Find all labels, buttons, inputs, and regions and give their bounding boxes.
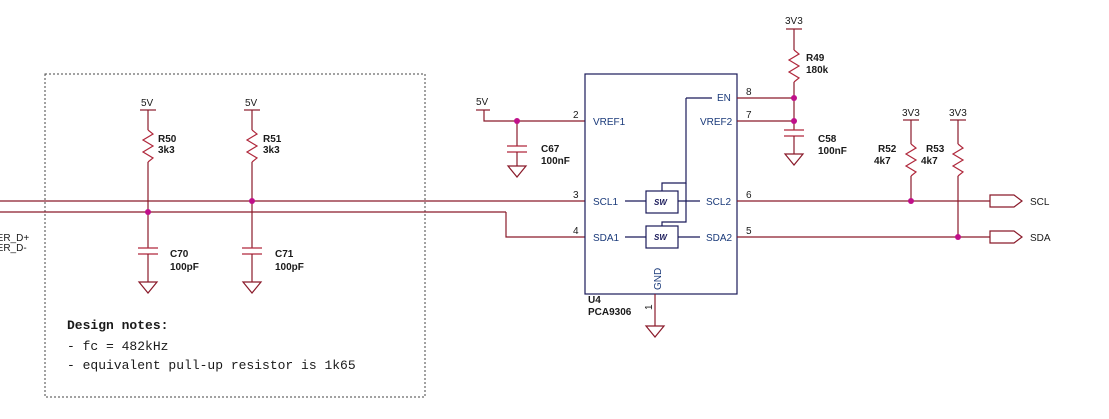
switch-label: SW [654, 233, 668, 242]
resistor-r50 [141, 129, 155, 163]
en-control-line [661, 98, 687, 191]
junction-dot [791, 118, 797, 124]
r49-ref: R49 [806, 53, 825, 64]
r52-value: 4k7 [874, 156, 891, 167]
ground-symbol [783, 153, 805, 166]
ic-ref: U4 [588, 295, 601, 306]
design-notes-box [44, 73, 426, 398]
pin-name: SDA1 [593, 233, 620, 244]
c71-ref: C71 [275, 249, 294, 260]
pin-name: SCL2 [706, 197, 731, 208]
supply-label: 3V3 [785, 16, 803, 27]
pin-name: SDA2 [706, 233, 733, 244]
ic-u4-body [584, 73, 738, 295]
supply-label: 5V [476, 97, 489, 108]
design-note-line: - equivalent pull-up resistor is 1k65 [67, 358, 356, 373]
c70-value: 100pF [170, 262, 199, 273]
r53-ref: R53 [926, 144, 945, 155]
pin-name: SCL1 [593, 197, 618, 208]
ground-symbol [241, 281, 263, 294]
r53-value: 4k7 [921, 156, 938, 167]
resistor-r53 [951, 143, 965, 177]
junction-dot [249, 198, 255, 204]
net-label-left-top: SER_D+ [0, 233, 29, 244]
pin-number: 6 [746, 190, 752, 201]
design-note-line: - fc = 482kHz [67, 339, 168, 354]
resistor-r49 [787, 49, 801, 83]
wire-vref1 [483, 110, 585, 122]
r52-ref: R52 [878, 144, 897, 155]
net-label-sda: SDA [1030, 233, 1051, 244]
pin-number: 7 [746, 110, 752, 121]
pin-name: EN [717, 93, 731, 104]
pin-number: 4 [573, 226, 579, 237]
design-notes-title: Design notes: [67, 318, 168, 333]
net-label-left-bottom: SER_D- [0, 243, 27, 254]
junction-dot [955, 234, 961, 240]
c71-value: 100pF [275, 262, 304, 273]
net-port-sda [989, 230, 1023, 244]
supply-label: 3V3 [902, 108, 920, 119]
r51-ref: R51 [263, 134, 282, 145]
c58-value: 100nF [818, 146, 847, 157]
junction-dot [145, 209, 151, 215]
r50-value: 3k3 [158, 145, 175, 156]
pin-name: GND [653, 268, 664, 290]
c58-ref: C58 [818, 134, 837, 145]
wire-sda-bus-drop [505, 212, 585, 238]
junction-dot [791, 95, 797, 101]
c67-ref: C67 [541, 144, 560, 155]
r51-value: 3k3 [263, 145, 280, 156]
resistor-r52 [904, 143, 918, 177]
pin-number: 2 [573, 110, 579, 121]
resistor-r51 [245, 129, 259, 163]
r49-value: 180k [806, 65, 829, 76]
junction-dot [514, 118, 520, 124]
pin-number: 1 [644, 304, 655, 310]
ic-part: PCA9306 [588, 307, 632, 318]
pin-number: 3 [573, 190, 579, 201]
ground-symbol [644, 325, 666, 338]
net-label-scl: SCL [1030, 197, 1050, 208]
pin-number: 5 [746, 226, 752, 237]
pin-name: VREF2 [700, 117, 733, 128]
c67-value: 100nF [541, 156, 570, 167]
switch-label: SW [654, 198, 668, 207]
c70-ref: C70 [170, 249, 189, 260]
supply-label: 5V [245, 98, 258, 109]
junction-dot [908, 198, 914, 204]
net-port-scl [989, 194, 1023, 208]
pin-name: VREF1 [593, 117, 626, 128]
supply-label: 3V3 [949, 108, 967, 119]
pin-number: 8 [746, 87, 752, 98]
ground-symbol [506, 165, 528, 178]
ground-symbol [137, 281, 159, 294]
supply-label: 5V [141, 98, 154, 109]
r50-ref: R50 [158, 134, 177, 145]
